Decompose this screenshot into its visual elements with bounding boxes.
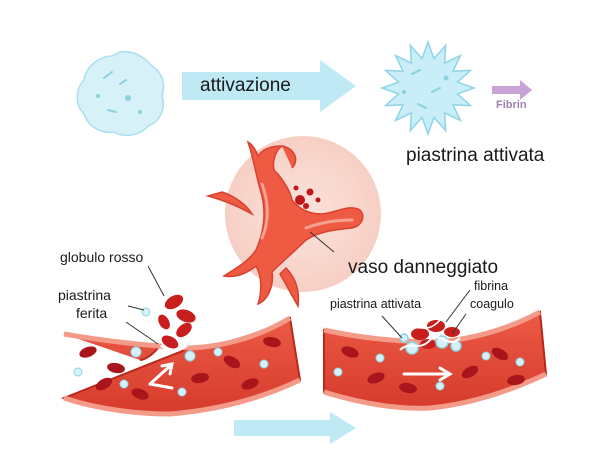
pointer-platelet [127, 305, 145, 311]
clot-label: coagulo [470, 297, 514, 311]
activation-arrow [182, 60, 356, 112]
pointer-red-cell [147, 265, 165, 297]
vessel-right [323, 309, 548, 411]
fibrin-label: Fibrin [496, 99, 527, 111]
activated-platelet-small-label: piastrina attivata [330, 297, 422, 311]
activated-platelet [379, 39, 477, 137]
pointer-fibrin [445, 289, 471, 323]
damaged-vessel-branch [205, 140, 364, 309]
damaged-vessel-label: vaso danneggiato [348, 257, 499, 278]
platelet-label: piastrina [58, 287, 111, 303]
bottom-arrow [234, 412, 356, 444]
fibrin-arrow [492, 80, 532, 100]
clot [399, 319, 462, 355]
fibrin-small-label: fibrina [474, 279, 509, 293]
wound-label: ferita [76, 305, 108, 321]
pointer-wound [125, 321, 159, 345]
activated-platelet-label: piastrina attivata [406, 145, 545, 166]
pointer-clot [451, 313, 467, 335]
resting-platelet [76, 50, 165, 137]
escaping-red-cells [141, 294, 196, 349]
pointer-activated-platelet [381, 315, 403, 339]
red-blood-cell-label: globulo rosso [60, 249, 144, 265]
activation-label: attivazione [200, 75, 291, 96]
vessel-left [60, 315, 302, 417]
